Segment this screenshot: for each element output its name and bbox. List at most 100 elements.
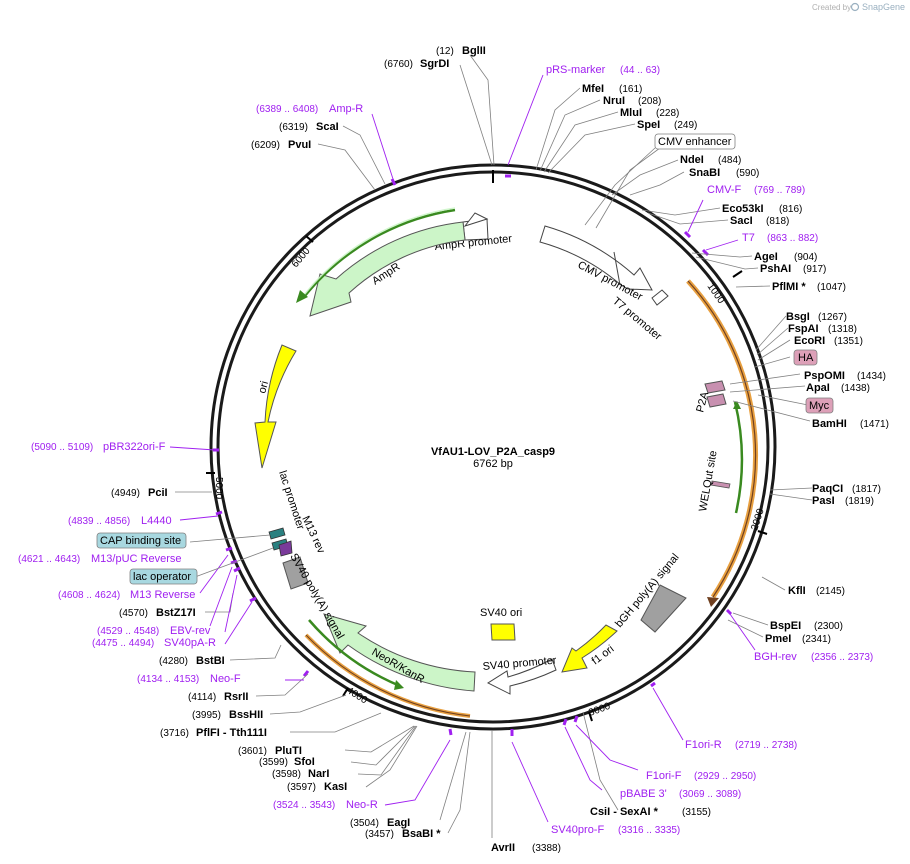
sv40pa-r-name: SV40pA-R xyxy=(164,637,216,649)
neor-green-arc xyxy=(308,619,401,688)
m13-rev-label: M13 rev xyxy=(299,514,327,556)
cmv-f-name: CMV-F xyxy=(707,184,742,196)
sv40pa-r-range: (4475 .. 4494) xyxy=(92,638,154,649)
lac-operator-label: lac operator xyxy=(133,571,191,583)
cmv-enhancer-box xyxy=(654,133,736,150)
scai-pos: (6319) xyxy=(279,122,308,133)
snabi-name: SnaBI xyxy=(689,167,720,179)
eco53ki-name: Eco53kI xyxy=(722,203,764,215)
sv40-ori-label: SV40 ori xyxy=(480,607,522,619)
neo-r-name: Neo-R xyxy=(346,799,378,811)
f1ori-f-name: F1ori-F xyxy=(646,770,682,782)
paqci-name: PaqCI xyxy=(812,483,843,495)
sv40pro-f-name: SV40pro-F xyxy=(551,824,604,836)
ndei-name: NdeI xyxy=(680,154,704,166)
myc-box xyxy=(805,397,834,414)
bgh-rev-name: BGH-rev xyxy=(754,651,797,663)
bgh-polya-box xyxy=(640,584,687,633)
csii-sexai-pos: (3155) xyxy=(682,807,711,818)
bsabi-name: BsaBI * xyxy=(402,828,441,840)
pflmi-pos: (1047) xyxy=(817,282,846,293)
mfei-name: MfeI xyxy=(582,83,604,95)
enzyme-leaders xyxy=(175,54,813,838)
bamhi-pos: (1471) xyxy=(860,419,889,430)
spei-pos: (249) xyxy=(674,120,697,131)
bstz17i-name: BstZ17I xyxy=(156,607,196,619)
pvui-name: PvuI xyxy=(288,139,311,151)
nrui-pos: (208) xyxy=(638,96,661,107)
paqci-pos: (1817) xyxy=(852,484,881,495)
kasi-pos: (3597) xyxy=(287,782,316,793)
sv40-ori-box xyxy=(490,623,516,641)
ampr-green-arc xyxy=(303,208,456,298)
apai-name: ApaI xyxy=(806,382,830,394)
neo-f-name: Neo-F xyxy=(210,673,241,685)
tick-mark-1000 xyxy=(732,270,743,278)
rsrii-name: RsrII xyxy=(224,691,248,703)
welqut-label: WELQut site xyxy=(697,450,720,513)
primer-labels: pRS-marker (44 .. 63) CMV-F (769 .. 789)… xyxy=(18,64,873,836)
pbr322ori-f-range: (5090 .. 5109) xyxy=(31,442,93,453)
t7-range: (863 .. 882) xyxy=(767,233,818,244)
welqut-green-arc xyxy=(733,401,744,514)
p2a-box-top xyxy=(704,380,726,394)
ebv-rev-name: EBV-rev xyxy=(170,625,211,637)
mlui-name: MluI xyxy=(620,107,642,119)
ampr-arrow xyxy=(309,221,466,317)
pluti-pos: (3601) xyxy=(238,746,267,757)
pflfi-pos: (3716) xyxy=(160,728,189,739)
bgh-rev-range: (2356 .. 2373) xyxy=(811,652,873,663)
neo-r-range: (3524 .. 3543) xyxy=(273,800,335,811)
bspei-pos: (2300) xyxy=(814,621,843,632)
cap-binding-site-label: CAP binding site xyxy=(100,535,181,547)
nari-name: NarI xyxy=(308,768,329,780)
cmv-enhancer-label: CMV enhancer xyxy=(658,136,732,148)
ampr-promoter-arrowhead xyxy=(463,212,489,227)
prs-marker-range: (44 .. 63) xyxy=(620,65,660,76)
apai-pos: (1438) xyxy=(841,383,870,394)
tick-5000: 5000 xyxy=(213,477,224,500)
fspai-pos: (1318) xyxy=(828,324,857,335)
bsabi-pos: (3457) xyxy=(365,829,394,840)
tick-mark-6000 xyxy=(305,235,314,243)
box-leaders xyxy=(189,147,809,578)
mfei-pos: (161) xyxy=(619,84,642,95)
eagi-pos: (3504) xyxy=(350,818,379,829)
pbr322ori-f-name: pBR322ori-F xyxy=(103,441,166,453)
m13-reverse-name: M13 Reverse xyxy=(130,589,195,601)
ha-label: HA xyxy=(798,352,814,364)
f1ori-r-range: (2719 .. 2738) xyxy=(735,740,797,751)
neo-f-range: (4134 .. 4153) xyxy=(137,674,199,685)
avrii-name: AvrII xyxy=(491,842,515,854)
ecori-pos: (1351) xyxy=(834,336,863,347)
agei-name: AgeI xyxy=(754,251,778,263)
tick-mark-2000 xyxy=(757,530,768,535)
neor-kanr-arrow xyxy=(323,613,476,692)
bamhi-name: BamHI xyxy=(812,418,847,430)
pasi-name: PasI xyxy=(812,495,835,507)
ori-label: ori xyxy=(256,380,271,395)
p2a-label: P2A xyxy=(694,390,711,414)
bsgi-name: BsgI xyxy=(786,311,810,323)
l4440-range: (4839 .. 4856) xyxy=(68,516,130,527)
pasi-pos: (1819) xyxy=(845,496,874,507)
mlui-pos: (228) xyxy=(656,108,679,119)
tick-4000: 4000 xyxy=(344,685,369,706)
kfli-name: KflI xyxy=(788,585,806,597)
f1-ori-arrow xyxy=(561,624,618,673)
pmei-pos: (2341) xyxy=(802,634,831,645)
plasmid-name: VfAU1-LOV_P2A_casp9 xyxy=(431,446,555,458)
pluti-name: PluTI xyxy=(275,745,302,757)
kasi-name: KasI xyxy=(324,781,347,793)
spei-name: SpeI xyxy=(637,119,660,131)
boxed-labels: CMV enhancer HA Myc CAP binding site lac… xyxy=(96,133,834,585)
pmei-name: PmeI xyxy=(765,633,791,645)
cap-binding-site-box xyxy=(96,532,187,549)
sgrdi-pos: (6760) xyxy=(384,59,413,70)
nrui-name: NruI xyxy=(603,95,625,107)
pspomi-name: PspOMI xyxy=(804,370,845,382)
csii-sexai-name: CsiI - SexAI * xyxy=(590,806,659,818)
pspomi-pos: (1434) xyxy=(857,371,886,382)
l4440-name: L4440 xyxy=(141,515,172,527)
